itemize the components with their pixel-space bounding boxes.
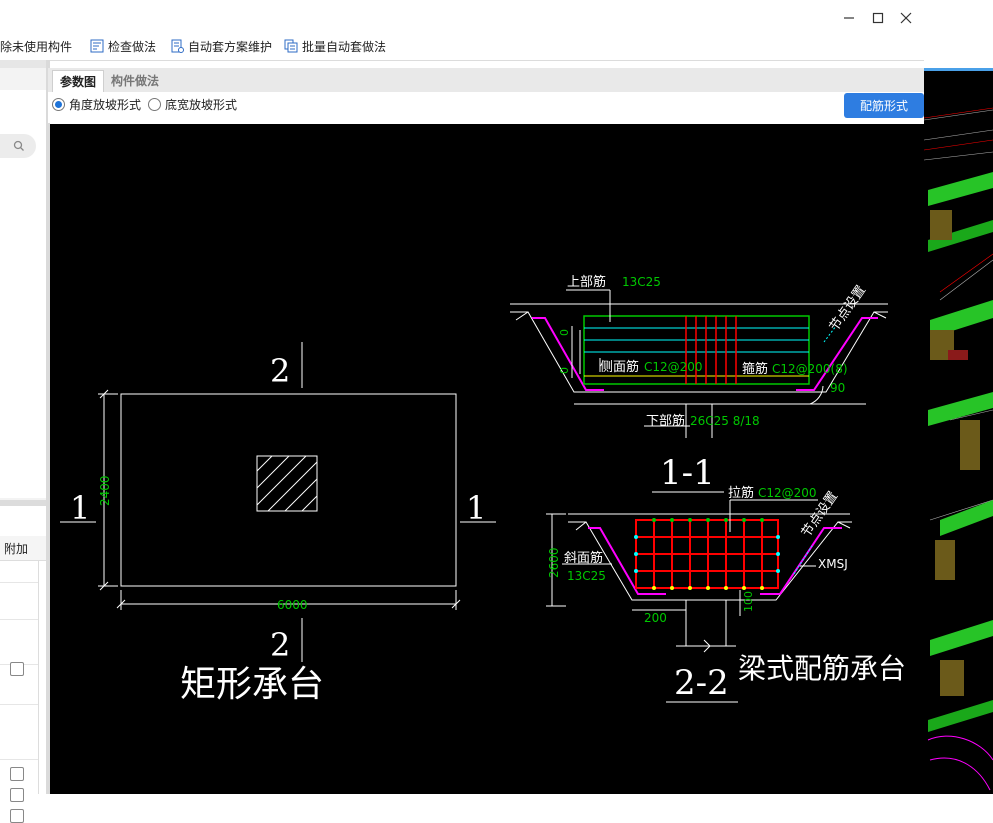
close-icon[interactable] bbox=[897, 9, 915, 27]
remove-unused-button[interactable]: 除未使用构件 bbox=[0, 38, 72, 56]
maximize-icon[interactable] bbox=[869, 9, 887, 27]
search-box[interactable] bbox=[0, 134, 36, 158]
remove-unused-label: 除未使用构件 bbox=[0, 40, 73, 54]
radio-dot-checked bbox=[52, 98, 65, 111]
row-divider bbox=[0, 619, 38, 620]
checklist-icon bbox=[90, 39, 104, 53]
check-method-button[interactable]: 检查做法 bbox=[90, 38, 156, 56]
dimension-width bbox=[116, 590, 461, 610]
plan-view: 2 2 1 1 2400 6000 矩形承台 bbox=[60, 342, 496, 705]
beam-cap-caption: 梁式配筋承台 bbox=[738, 652, 906, 685]
column-header-additional: 附加 bbox=[4, 542, 29, 556]
additional-checkbox[interactable] bbox=[10, 767, 24, 781]
tab-component-method-label: 构件做法 bbox=[110, 74, 159, 88]
table-header: 附加 bbox=[0, 536, 46, 561]
left-panel: 附加 bbox=[0, 60, 46, 823]
cad-canvas[interactable]: 2 2 1 1 2400 6000 矩形承台 bbox=[50, 124, 924, 794]
dim-height-label: 2400 bbox=[98, 475, 112, 506]
xmsj-label: XMSJ bbox=[818, 557, 848, 571]
section-label-right: 1 bbox=[466, 489, 486, 527]
batch-icon bbox=[284, 39, 298, 53]
section-2-2-title: 2-2 bbox=[674, 663, 729, 703]
section-2-2: 拉筋 C12@200 节点设置 XMSJ 2600 斜面筋 13C25 200 … bbox=[546, 485, 852, 703]
dimension-2-2-height bbox=[546, 513, 566, 607]
section-1-1: 0 0 上部筋 13C25 节点设置 侧面筋 C12@200 箍筋 C12@20… bbox=[510, 274, 888, 493]
section-label-bottom: 2 bbox=[270, 626, 290, 664]
tab-component-method[interactable]: 构件做法 bbox=[104, 70, 166, 92]
auto-scheme-button[interactable]: 自动套方案维护 bbox=[170, 38, 272, 56]
tie-value: C12@200 bbox=[758, 486, 817, 500]
scheme-icon bbox=[171, 39, 184, 53]
panel-splitter[interactable] bbox=[46, 60, 50, 794]
check-method-label: 检查做法 bbox=[108, 40, 157, 54]
plan-caption: 矩形承台 bbox=[180, 664, 324, 705]
angle-label: 90 bbox=[830, 381, 845, 395]
viewport-tab-indicator bbox=[924, 68, 993, 71]
property-table: 附加 bbox=[0, 506, 46, 823]
row-divider bbox=[0, 582, 38, 583]
plan-outline bbox=[120, 393, 457, 587]
dim-width-label: 6000 bbox=[277, 598, 308, 612]
radio-bottom-width-slope[interactable]: 底宽放坡形式 bbox=[148, 98, 237, 112]
node-setting-1: 节点设置 bbox=[827, 283, 869, 334]
auto-scheme-label: 自动套方案维护 bbox=[188, 40, 273, 54]
batch-auto-label: 批量自动套做法 bbox=[302, 40, 387, 54]
component-list bbox=[0, 90, 46, 498]
rebar-3d-view bbox=[924, 71, 993, 794]
side-rebar-label: 侧面筋 bbox=[600, 359, 639, 375]
section-label-left: 1 bbox=[70, 489, 90, 527]
row-divider bbox=[0, 704, 38, 705]
minimize-icon[interactable] bbox=[840, 9, 858, 27]
tab-param-diagram[interactable]: 参数图 bbox=[52, 70, 104, 93]
options-bar bbox=[48, 92, 924, 123]
rebar-dots-yellow bbox=[652, 586, 764, 590]
section-1-1-title: 1-1 bbox=[660, 453, 715, 493]
rebar-cage-2-2 bbox=[635, 519, 779, 589]
top-rebar-label: 上部筋 bbox=[567, 274, 606, 290]
tab-bar: 参数图 构件做法 bbox=[48, 68, 924, 93]
left-panel-header bbox=[0, 60, 46, 68]
dim-2-2-height: 2600 bbox=[547, 547, 561, 578]
radio-angle-slope[interactable]: 角度放坡形式 bbox=[52, 98, 141, 112]
radio-dot bbox=[148, 98, 161, 111]
dim-1-1-left: 0 bbox=[558, 329, 571, 336]
additional-checkbox[interactable] bbox=[10, 809, 24, 823]
column-divider bbox=[38, 560, 39, 794]
stirrups-1-1 bbox=[685, 316, 737, 384]
dim-100: 100 bbox=[742, 591, 755, 612]
radio-bottom-width-label: 底宽放坡形式 bbox=[165, 98, 238, 112]
tab-param-diagram-label: 参数图 bbox=[59, 75, 96, 89]
tie-label: 拉筋 bbox=[728, 485, 754, 501]
side-rebar-value: C12@200 bbox=[644, 360, 703, 374]
splitter[interactable] bbox=[0, 500, 46, 506]
section-label-top: 2 bbox=[270, 352, 290, 390]
pile-hatch bbox=[256, 455, 318, 512]
dimension-height bbox=[98, 389, 118, 591]
slope-rebar-label: 斜面筋 bbox=[564, 550, 603, 566]
stirrup-label: 箍筋 bbox=[742, 361, 768, 377]
additional-checkbox[interactable] bbox=[10, 662, 24, 676]
dim-200: 200 bbox=[644, 611, 667, 625]
title-bar bbox=[0, 0, 924, 35]
rebar-dots-cyan bbox=[634, 535, 780, 573]
bottom-rebar-label: 下部筋 bbox=[646, 413, 685, 429]
stirrup-value: C12@200(8) bbox=[772, 362, 848, 376]
slope-rebar-value: 13C25 bbox=[567, 569, 606, 583]
batch-auto-button[interactable]: 批量自动套做法 bbox=[284, 38, 386, 56]
top-rebar-value: 13C25 bbox=[622, 275, 661, 289]
bottom-rebar-value: 26C25 8/18 bbox=[690, 414, 760, 428]
background-3d-viewport bbox=[924, 60, 993, 794]
rebar-dots-green bbox=[652, 518, 764, 522]
radio-angle-slope-label: 角度放坡形式 bbox=[69, 98, 142, 112]
row-divider bbox=[0, 759, 38, 760]
dim-1-1-left2: 0 bbox=[558, 367, 571, 374]
additional-checkbox[interactable] bbox=[10, 788, 24, 802]
viewport-strip bbox=[924, 60, 993, 68]
toolbar: 除未使用构件 检查做法 自动套方案维护 批量自动套做法 bbox=[0, 34, 924, 61]
parameter-drawing: 2 2 1 1 2400 6000 矩形承台 bbox=[60, 274, 906, 705]
search-icon bbox=[13, 140, 24, 151]
rebar-form-button[interactable]: 配筋形式 bbox=[844, 93, 924, 118]
